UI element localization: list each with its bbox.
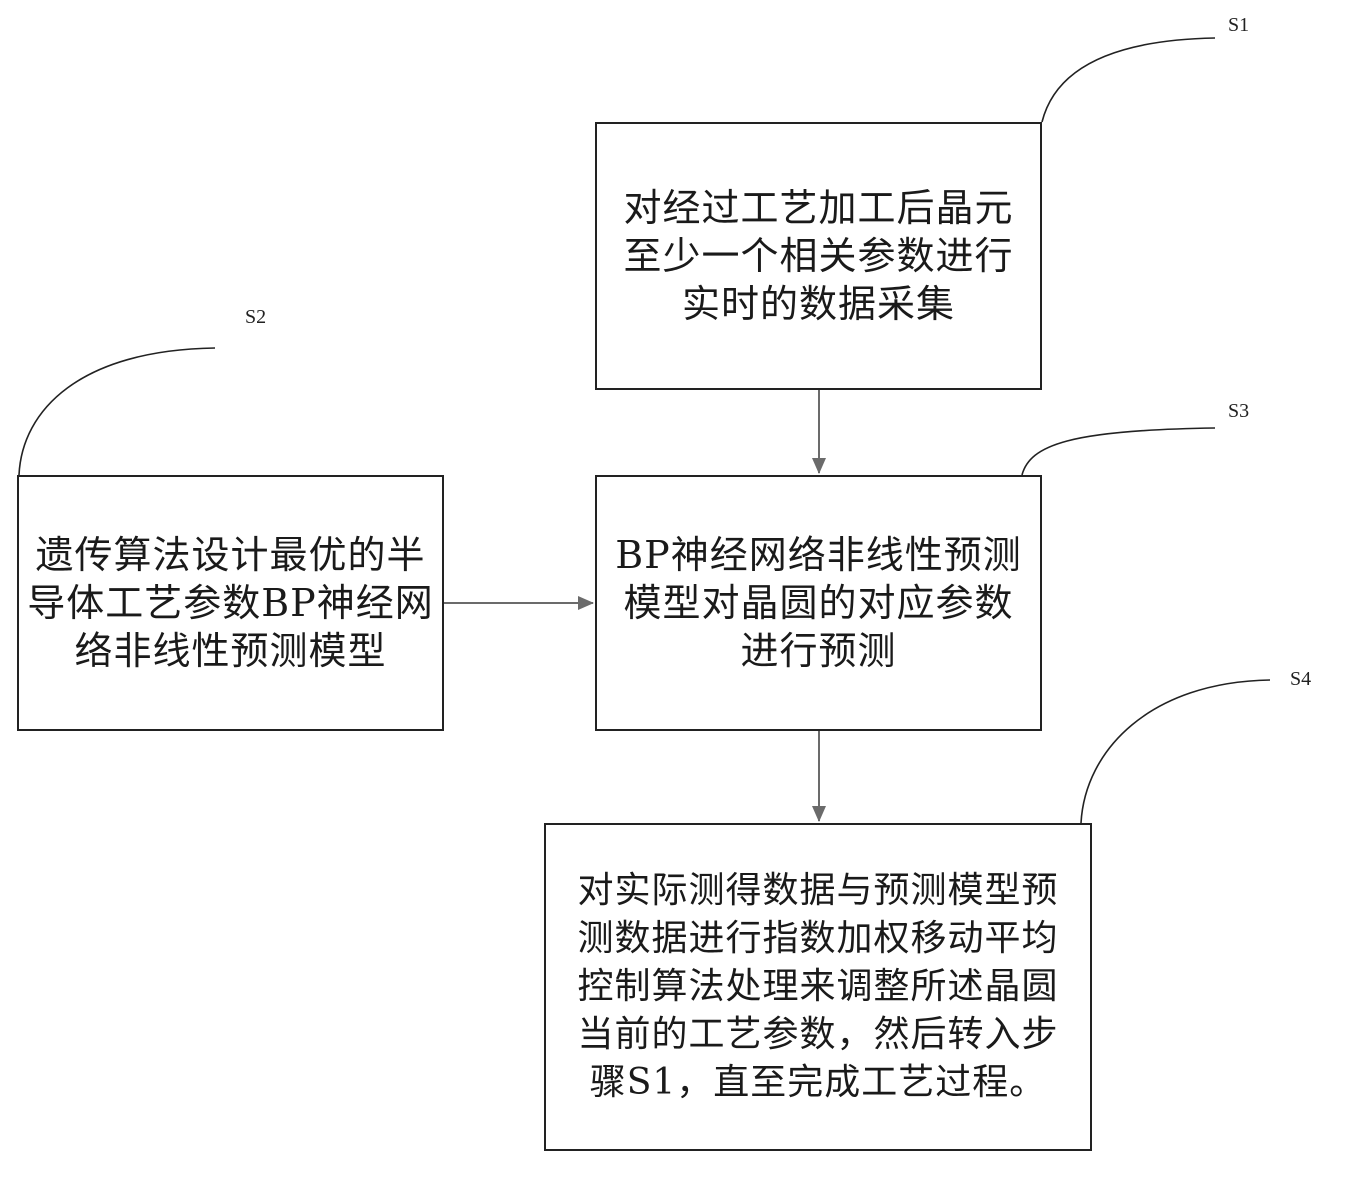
step-s4-line: 当前的工艺参数，然后转入步: [577, 1011, 1058, 1059]
leader-curve-s4: [1081, 680, 1270, 823]
step-s1-line: 至少一个相关参数进行: [623, 232, 1013, 280]
step-s2-line: 导体工艺参数BP神经网: [27, 579, 434, 627]
step-box-s4: 对实际测得数据与预测模型预 测数据进行指数加权移动平均 控制算法处理来调整所述晶…: [544, 823, 1092, 1151]
step-label-s4: S4: [1290, 668, 1311, 691]
step-s4-line: 对实际测得数据与预测模型预: [577, 867, 1058, 915]
step-text-s3: BP神经网络非线性预测 模型对晶圆的对应参数 进行预测: [615, 531, 1022, 675]
step-label-s2: S2: [245, 306, 266, 329]
step-s2-line: 遗传算法设计最优的半: [27, 531, 434, 579]
leader-curve-s3: [1022, 428, 1215, 475]
leader-curve-s2: [19, 348, 215, 475]
step-s4-line: 测数据进行指数加权移动平均: [577, 915, 1058, 963]
step-box-s1: 对经过工艺加工后晶元 至少一个相关参数进行 实时的数据采集: [595, 122, 1042, 390]
step-box-s3: BP神经网络非线性预测 模型对晶圆的对应参数 进行预测: [595, 475, 1042, 731]
step-s3-line: 进行预测: [615, 627, 1022, 675]
step-s3-line: BP神经网络非线性预测: [615, 531, 1022, 579]
step-text-s1: 对经过工艺加工后晶元 至少一个相关参数进行 实时的数据采集: [623, 184, 1013, 328]
step-text-s4: 对实际测得数据与预测模型预 测数据进行指数加权移动平均 控制算法处理来调整所述晶…: [577, 867, 1058, 1107]
step-s1-line: 对经过工艺加工后晶元: [623, 184, 1013, 232]
step-text-s2: 遗传算法设计最优的半 导体工艺参数BP神经网 络非线性预测模型: [27, 531, 434, 675]
step-label-s3: S3: [1228, 400, 1249, 423]
step-s2-line: 络非线性预测模型: [27, 627, 434, 675]
step-s4-line: 骤S1，直至完成工艺过程。: [577, 1059, 1058, 1107]
leader-curve-s1: [1042, 38, 1215, 122]
step-s4-line: 控制算法处理来调整所述晶圆: [577, 963, 1058, 1011]
step-box-s2: 遗传算法设计最优的半 导体工艺参数BP神经网 络非线性预测模型: [17, 475, 444, 731]
step-label-s1: S1: [1228, 14, 1249, 37]
step-s3-line: 模型对晶圆的对应参数: [615, 579, 1022, 627]
step-s1-line: 实时的数据采集: [623, 280, 1013, 328]
